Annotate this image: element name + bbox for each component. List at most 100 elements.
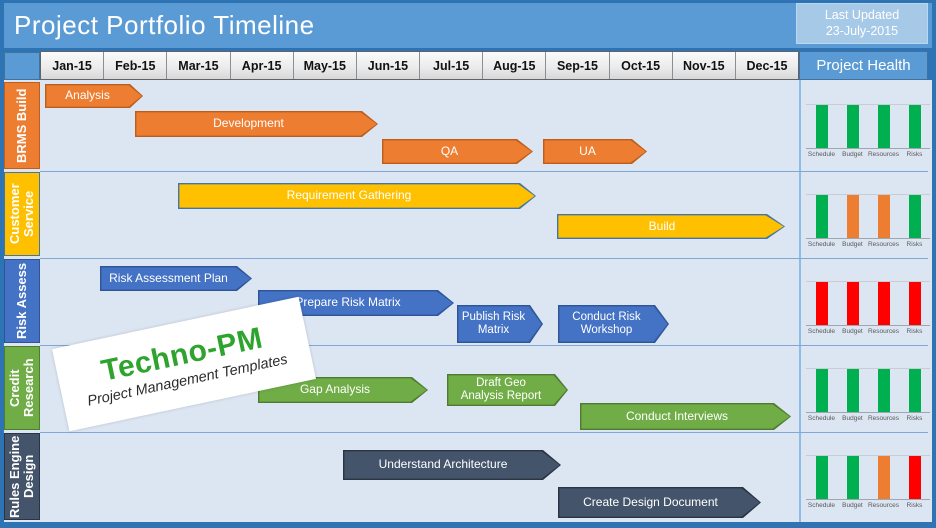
task-bar-qa[interactable]: QA	[382, 139, 533, 164]
health-label-budget: Budget	[842, 241, 863, 248]
health-bar-risks[interactable]	[908, 195, 921, 238]
row-label-risk-assess[interactable]: Risk Assess	[4, 259, 40, 343]
task-bar-label: Risk Assessment Plan	[101, 267, 250, 289]
health-col-schedule	[806, 105, 837, 148]
task-bar-label: UA	[544, 140, 645, 162]
month-cell-aug-15[interactable]: Aug-15	[483, 52, 547, 79]
health-col-resources	[868, 456, 899, 499]
task-bar-understand-architecture[interactable]: Understand Architecture	[343, 450, 561, 480]
task-bar-publish-risk-matrix[interactable]: Publish Risk Matrix	[457, 305, 543, 343]
month-cell-feb-15[interactable]: Feb-15	[104, 52, 168, 79]
health-label-resources: Resources	[867, 328, 900, 335]
health-label-schedule: Schedule	[807, 415, 836, 422]
health-label-schedule: Schedule	[807, 328, 836, 335]
task-bar-analysis[interactable]: Analysis	[45, 84, 143, 108]
health-col-budget	[837, 282, 868, 325]
task-bar-gap-analysis[interactable]: Gap Analysis	[258, 377, 428, 403]
row-label-brms-build[interactable]: BRMS Build	[4, 82, 40, 169]
health-col-budget	[837, 456, 868, 499]
task-bar-label: Analysis	[46, 85, 141, 106]
health-bar-risks[interactable]	[908, 456, 921, 499]
row-separator	[40, 171, 928, 172]
health-label-budget: Budget	[842, 328, 863, 335]
health-bar-resources[interactable]	[877, 105, 890, 148]
month-cell-oct-15[interactable]: Oct-15	[609, 52, 673, 79]
health-bar-budget[interactable]	[846, 456, 859, 499]
health-bar-budget[interactable]	[846, 105, 859, 148]
health-label-risks: Risks	[906, 151, 923, 158]
row-separator	[40, 258, 928, 259]
task-bar-label: Prepare Risk Matrix	[259, 291, 452, 314]
health-label-resources: Resources	[867, 415, 900, 422]
task-bar-draft-geo-analysis-report[interactable]: Draft Geo Analysis Report	[447, 374, 568, 406]
task-bar-risk-assessment-plan[interactable]: Risk Assessment Plan	[100, 266, 252, 291]
task-bar-ua[interactable]: UA	[543, 139, 647, 164]
month-cell-apr-15[interactable]: Apr-15	[230, 52, 294, 79]
health-bar-budget[interactable]	[846, 195, 859, 238]
task-bar-create-design-document[interactable]: Create Design Document	[558, 487, 761, 518]
health-bar-schedule[interactable]	[815, 456, 828, 499]
month-cell-nov-15[interactable]: Nov-15	[672, 52, 736, 79]
month-cell-jan-15[interactable]: Jan-15	[41, 52, 105, 79]
last-updated-box[interactable]: Last Updated 23-July-2015	[796, 3, 928, 44]
health-bars	[806, 104, 930, 149]
row-label-credit-research[interactable]: Credit Research	[4, 346, 40, 430]
task-bar-label: Gap Analysis	[259, 378, 426, 401]
health-col-resources	[868, 369, 899, 412]
task-bar-label: Conduct Risk Workshop	[559, 306, 667, 341]
month-cell-may-15[interactable]: May-15	[293, 52, 357, 79]
task-bar-requirement-gathering[interactable]: Requirement Gathering	[178, 183, 536, 209]
health-label-budget: Budget	[842, 502, 863, 509]
title-bar: Project Portfolio Timeline	[4, 3, 932, 48]
health-bar-resources[interactable]	[877, 282, 890, 325]
row-label-rules-engine-design[interactable]: Rules Engine Design	[4, 433, 40, 520]
task-bar-label: Requirement Gathering	[179, 184, 534, 207]
health-bar-risks[interactable]	[908, 282, 921, 325]
health-bar-resources[interactable]	[877, 369, 890, 412]
health-col-budget	[837, 105, 868, 148]
health-column-divider	[799, 80, 801, 522]
health-col-risks	[899, 105, 930, 148]
health-col-risks	[899, 456, 930, 499]
health-bars	[806, 194, 930, 239]
health-bar-resources[interactable]	[877, 195, 890, 238]
health-bar-resources[interactable]	[877, 456, 890, 499]
task-bar-label: Create Design Document	[559, 488, 759, 516]
health-bar-schedule[interactable]	[815, 195, 828, 238]
task-bar-label: Publish Risk Matrix	[458, 306, 541, 341]
health-bar-budget[interactable]	[846, 369, 859, 412]
health-col-budget	[837, 195, 868, 238]
task-bar-label: Understand Architecture	[344, 451, 559, 478]
health-bar-schedule[interactable]	[815, 105, 828, 148]
month-cell-jul-15[interactable]: Jul-15	[420, 52, 484, 79]
last-updated-date: 23-July-2015	[825, 23, 899, 38]
task-bar-development[interactable]: Development	[135, 111, 378, 137]
task-bar-conduct-risk-workshop[interactable]: Conduct Risk Workshop	[558, 305, 669, 343]
health-label-schedule: Schedule	[807, 502, 836, 509]
task-bar-label: Development	[136, 112, 376, 135]
health-bar-schedule[interactable]	[815, 369, 828, 412]
month-cell-mar-15[interactable]: Mar-15	[167, 52, 231, 79]
health-bar-budget[interactable]	[846, 282, 859, 325]
month-cell-sep-15[interactable]: Sep-15	[546, 52, 610, 79]
health-bar-risks[interactable]	[908, 105, 921, 148]
health-label-budget: Budget	[842, 415, 863, 422]
health-bars	[806, 455, 930, 500]
health-bar-schedule[interactable]	[815, 282, 828, 325]
month-cell-jun-15[interactable]: Jun-15	[356, 52, 421, 79]
page-title[interactable]: Project Portfolio Timeline	[14, 10, 315, 40]
row-label-customer-service[interactable]: Customer Service	[4, 172, 40, 256]
health-col-resources	[868, 282, 899, 325]
task-bar-build[interactable]: Build	[557, 214, 785, 239]
health-col-resources	[868, 105, 899, 148]
health-bar-risks[interactable]	[908, 369, 921, 412]
health-label-budget: Budget	[842, 151, 863, 158]
month-cell-dec-15[interactable]: Dec-15	[735, 52, 799, 79]
task-bar-conduct-interviews[interactable]: Conduct Interviews	[580, 403, 791, 430]
health-col-risks	[899, 282, 930, 325]
